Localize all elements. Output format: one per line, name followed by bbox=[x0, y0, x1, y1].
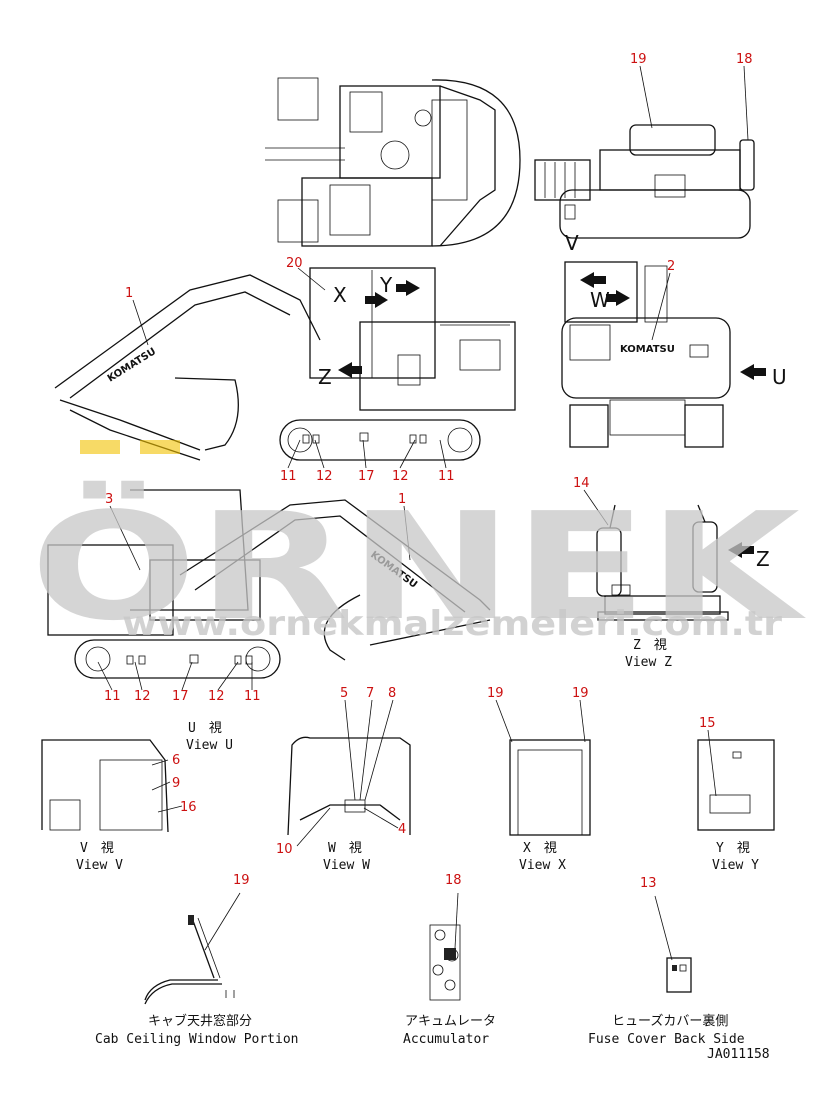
fuse-cover-drawing bbox=[666, 957, 692, 993]
caption-u-en: View U bbox=[186, 738, 233, 753]
caption-u-jp: U 視 bbox=[188, 721, 222, 736]
caption-fuse-en: Fuse Cover Back Side bbox=[588, 1032, 745, 1047]
callout-19-cab: 19 bbox=[233, 873, 250, 888]
caption-cab-en: Cab Ceiling Window Portion bbox=[95, 1032, 299, 1047]
callout-19-top: 19 bbox=[630, 52, 647, 67]
view-letter-u: U bbox=[772, 365, 787, 389]
caption-acc-en: Accumulator bbox=[403, 1032, 489, 1047]
callout-13: 13 bbox=[640, 876, 657, 891]
callout-2: 2 bbox=[667, 259, 675, 274]
rear-u-view-drawing: KOMATSU bbox=[561, 261, 766, 448]
callout-15: 15 bbox=[699, 716, 716, 731]
watermark-text: ÖRNEK bbox=[30, 480, 807, 653]
view-letter-z-side: Z bbox=[318, 365, 332, 389]
caption-fuse-jp: ヒューズカバー裏側 bbox=[612, 1013, 728, 1029]
rear-view-drawing bbox=[534, 124, 755, 239]
caption-cab-jp: キャブ天井窓部分 bbox=[148, 1013, 252, 1029]
caption-x-jp: X 視 bbox=[523, 841, 557, 856]
callout-19-x1: 19 bbox=[487, 686, 504, 701]
callout-1-top: 1 bbox=[125, 286, 133, 301]
callout-7: 7 bbox=[366, 686, 374, 701]
accumulator-drawing bbox=[429, 924, 461, 1001]
callout-11-a: 11 bbox=[280, 469, 297, 484]
callout-4: 4 bbox=[398, 822, 406, 837]
view-letter-x: X bbox=[333, 283, 347, 307]
caption-w-en: View W bbox=[323, 858, 370, 873]
view-letters: V W U X Y Z Z bbox=[318, 231, 787, 571]
caption-v-jp: V 視 bbox=[80, 841, 114, 856]
caption-w-jp: W 視 bbox=[328, 841, 362, 856]
drawing-code: JA011158 bbox=[707, 1047, 770, 1062]
caption-acc-jp: アキュムレータ bbox=[405, 1014, 496, 1029]
watermark-url: www.ornekmalzemeleri.com.tr bbox=[122, 604, 782, 644]
callout-12-c: 12 bbox=[134, 689, 151, 704]
callout-12-b: 12 bbox=[392, 469, 409, 484]
leader-lines bbox=[97, 65, 749, 961]
captions: Z 視 View Z U 視 View U V 視 View V W 視 Vie… bbox=[76, 638, 770, 1062]
callout-11-d: 11 bbox=[244, 689, 261, 704]
callout-18-top: 18 bbox=[736, 52, 753, 67]
callout-20: 20 bbox=[286, 256, 303, 271]
callout-11-b: 11 bbox=[438, 469, 455, 484]
y-view-drawing bbox=[697, 739, 775, 831]
view-letter-w: W bbox=[590, 288, 610, 312]
callout-12-d: 12 bbox=[208, 689, 225, 704]
callout-10: 10 bbox=[276, 842, 293, 857]
caption-v-en: View V bbox=[76, 858, 123, 873]
view-letter-v: V bbox=[565, 231, 579, 255]
view-letter-y: Y bbox=[379, 273, 393, 297]
w-view-drawing bbox=[287, 736, 411, 836]
komatsu-decal-rear: KOMATSU bbox=[620, 344, 675, 355]
callout-17-a: 17 bbox=[358, 469, 375, 484]
caption-z-en: View Z bbox=[625, 655, 672, 670]
caption-z-jp: Z 視 bbox=[633, 638, 667, 653]
callout-3: 3 bbox=[105, 492, 113, 507]
side-view-top-drawing: KOMATSU bbox=[54, 267, 516, 461]
callout-8: 8 bbox=[388, 686, 396, 701]
callout-18-acc: 18 bbox=[445, 873, 462, 888]
callout-11-c: 11 bbox=[104, 689, 121, 704]
x-view-drawing bbox=[509, 739, 591, 836]
v-view-drawing bbox=[41, 739, 169, 833]
top-view-drawing bbox=[265, 77, 521, 247]
callout-1-mid: 1 bbox=[398, 492, 406, 507]
callout-12-a: 12 bbox=[316, 469, 333, 484]
callout-19-x2: 19 bbox=[572, 686, 589, 701]
watermark-umlaut-2 bbox=[140, 440, 180, 454]
caption-y-jp: Y 視 bbox=[716, 841, 750, 856]
caption-x-en: View X bbox=[519, 858, 566, 873]
view-letter-z-detail: Z bbox=[756, 547, 770, 571]
z-view-drawing bbox=[596, 504, 754, 621]
caption-y-en: View Y bbox=[712, 858, 759, 873]
callout-5: 5 bbox=[340, 686, 348, 701]
watermark: ÖRNEK www.ornekmalzemeleri.com.tr bbox=[30, 440, 807, 653]
callout-17-b: 17 bbox=[172, 689, 189, 704]
callout-14: 14 bbox=[573, 476, 590, 491]
callout-16: 16 bbox=[180, 800, 197, 815]
cab-ceiling-drawing bbox=[144, 915, 235, 1005]
callout-9: 9 bbox=[172, 776, 180, 791]
callout-6: 6 bbox=[172, 753, 180, 768]
watermark-umlaut-1 bbox=[80, 440, 120, 454]
callout-numbers: 19 18 20 2 1 11 12 17 12 11 14 3 1 11 12… bbox=[104, 52, 753, 891]
